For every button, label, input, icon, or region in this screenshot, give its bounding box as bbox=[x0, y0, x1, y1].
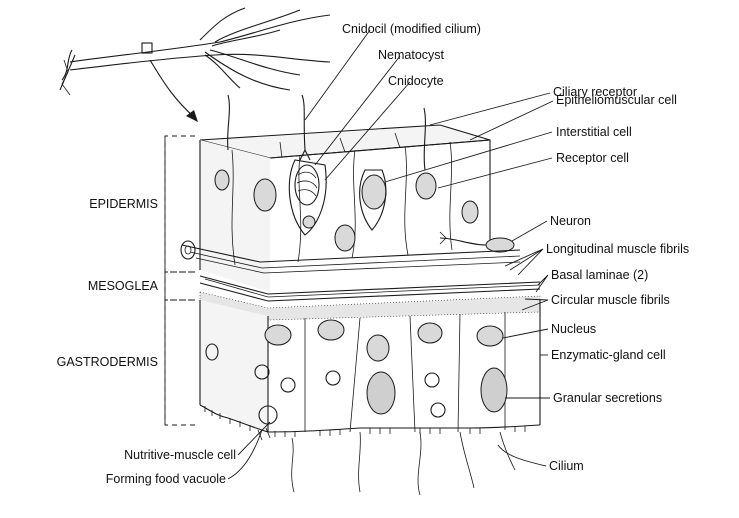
gastrodermis-nucleus bbox=[264, 324, 292, 346]
leader-lines bbox=[227, 29, 554, 480]
label-ciliary-receptor: Ciliary receptor bbox=[553, 85, 637, 99]
label-nucleus: Nucleus bbox=[551, 322, 596, 336]
cnidocil bbox=[301, 94, 306, 151]
label-forming-food-vacuole: Forming food vacuole bbox=[106, 472, 226, 486]
hydra-inset-sketch bbox=[59, 7, 331, 122]
neuron-body bbox=[485, 237, 515, 253]
label-enzymatic-gland-cell: Enzymatic-gland cell bbox=[551, 348, 666, 362]
inset-box bbox=[141, 42, 153, 54]
label-neuron: Neuron bbox=[550, 214, 591, 228]
label-granular-secretions: Granular secretions bbox=[553, 391, 662, 405]
label-nematocyst: Nematocyst bbox=[378, 48, 445, 62]
layer-brackets bbox=[164, 135, 195, 426]
label-epidermis: EPIDERMIS bbox=[89, 197, 158, 211]
label-nutritive-muscle-cell: Nutritive-muscle cell bbox=[124, 448, 236, 462]
longitudinal-muscle-band bbox=[180, 240, 521, 274]
label-interstitial-cell: Interstitial cell bbox=[556, 125, 632, 139]
gastrodermal-cilium bbox=[291, 437, 295, 493]
mesoglea-layer bbox=[199, 275, 541, 302]
label-longitudinal-muscle-fibrils: Longitudinal muscle fibrils bbox=[546, 242, 689, 256]
epidermis-nucleus bbox=[253, 178, 277, 212]
label-cnidocyte: Cnidocyte bbox=[388, 74, 444, 88]
granular-secretion bbox=[366, 371, 396, 415]
label-mesoglea: MESOGLEA bbox=[88, 279, 159, 293]
label-basal-laminae: Basal laminae (2) bbox=[551, 268, 648, 282]
inset-arrow bbox=[149, 59, 196, 119]
label-epitheliomuscular-cell: Epitheliomuscular cell bbox=[556, 93, 677, 107]
label-cilium: Cilium bbox=[549, 459, 584, 473]
label-receptor-cell: Receptor cell bbox=[556, 151, 629, 165]
label-circular-muscle-fibrils: Circular muscle fibrils bbox=[551, 293, 670, 307]
circular-muscle-band bbox=[199, 291, 541, 321]
label-cnidocil: Cnidocil (modified cilium) bbox=[342, 22, 481, 36]
label-gastrodermis: GASTRODERMIS bbox=[57, 355, 158, 369]
tissue-block bbox=[180, 94, 541, 496]
